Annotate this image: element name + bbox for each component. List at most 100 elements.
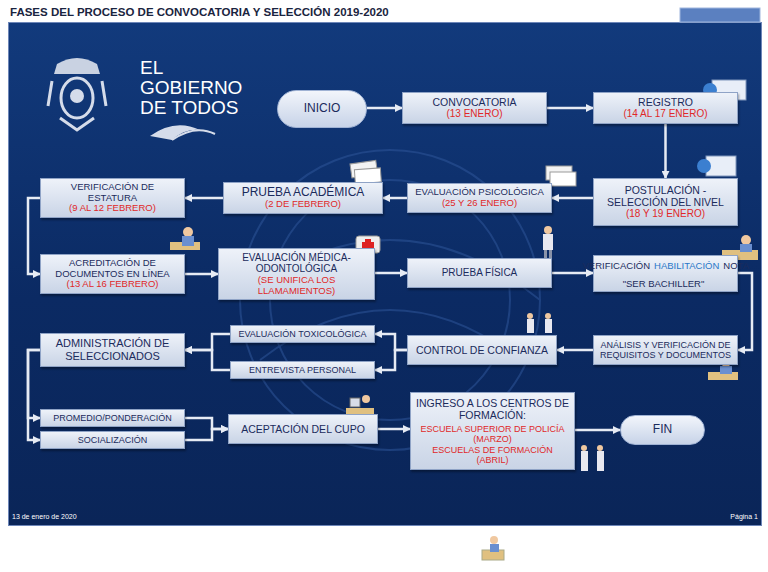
- flow-arrow: [375, 334, 407, 350]
- box-title: EVALUACIÓN PSICOLÓGICA: [415, 187, 544, 198]
- flow-arrow: [28, 350, 40, 440]
- box-title: ENTREVISTA PERSONAL: [249, 365, 356, 375]
- box-title: REGISTRO: [638, 96, 693, 108]
- page-title: FASES DEL PROCESO DE CONVOCATORIA Y SELE…: [10, 6, 389, 18]
- decor-shape: [61, 78, 93, 118]
- flow-arrow: [28, 350, 40, 418]
- decor-shape: [697, 156, 736, 176]
- process-box: EVALUACIÓN MÉDICA-ODONTOLÓGICA(SE UNIFIC…: [218, 248, 375, 301]
- logo-text: EL GOBIERNO DE TODOS: [140, 58, 252, 118]
- decor-shape: [54, 58, 100, 74]
- flow-arrow: [378, 428, 410, 431]
- decor-shape: [70, 89, 84, 103]
- process-box: POSTULACIÓN - SELECCIÓN DEL NIVEL(18 Y 1…: [593, 178, 738, 226]
- box-title: VERIFICACIÓN DE ESTATURA: [46, 182, 179, 204]
- decor-shape: [48, 58, 106, 130]
- process-box: ENTREVISTA PERSONAL: [230, 361, 375, 379]
- box-date: (9 AL 12 FEBRERO): [69, 203, 156, 214]
- box-title: FIN: [653, 423, 672, 437]
- process-box: PROMEDIO/PONDERACIÓN: [40, 409, 185, 427]
- process-box: ACEPTACIÓN DEL CUPO: [228, 414, 378, 444]
- box-title: SOCIALIZACIÓN: [78, 435, 148, 445]
- flow-arrow: [185, 334, 230, 350]
- flow-arrow: [28, 198, 40, 274]
- flow-arrow: [185, 429, 228, 440]
- decor-shape: [544, 226, 552, 234]
- terminal-pill: FIN: [620, 415, 705, 445]
- decor-shape: [545, 313, 551, 319]
- box-title: PRUEBA ACADÉMICA: [242, 186, 365, 200]
- box-title: INGRESO A LOS CENTROS DE FORMACIÓN:: [416, 397, 569, 421]
- box-date: (2 DE FEBRERO): [265, 199, 341, 210]
- process-box: VERIFICACIÓNHABILITACIÓNNOTA "SER BACHIL…: [593, 255, 738, 292]
- decor-shape: [597, 451, 604, 471]
- process-box: ACREDITACIÓN DE DOCUMENTOS EN LÍNEA(13 A…: [40, 254, 185, 295]
- process-box: EVALUACIÓN TOXICOLÓGICA: [230, 325, 375, 343]
- decor-shape: [545, 319, 552, 333]
- decor-shape: [172, 130, 215, 140]
- process-box: ANÁLISIS Y VERIFICACIÓN DE REQUISITOS Y …: [593, 335, 738, 365]
- decor-shape: [48, 81, 106, 106]
- box-date: HABILITACIÓN: [654, 260, 719, 271]
- flow-arrow: [367, 107, 402, 110]
- flow-arrow: [557, 349, 593, 352]
- flow-arrow: [575, 429, 620, 432]
- footer-date: 13 de enero de 2020: [12, 513, 132, 521]
- process-box: PRUEBA FÍSICA: [407, 258, 552, 288]
- decor-shape: [527, 319, 534, 333]
- decor-shape: [549, 250, 552, 258]
- decor-shape: [697, 159, 711, 173]
- decor-shape: [581, 451, 588, 471]
- box-title: ACEPTACIÓN DEL CUPO: [241, 423, 365, 435]
- decor-shape: [527, 313, 552, 333]
- box-date: ESCUELAS DE FORMACIÓN (ABRIL): [416, 445, 569, 466]
- decor-shape: [741, 235, 751, 245]
- page-number: Página 1: [700, 513, 758, 521]
- box-title: PRUEBA FÍSICA: [442, 267, 518, 279]
- process-box: EVALUACIÓN PSICOLÓGICA(25 Y 26 ENERO): [407, 183, 552, 213]
- box-title: ACREDITACIÓN DE DOCUMENTOS EN LÍNEA: [46, 258, 179, 280]
- decor-shape: [182, 236, 194, 246]
- decor-shape: [550, 172, 576, 186]
- box-title: EVALUACIÓN TOXICOLÓGICA: [238, 329, 366, 339]
- process-box: REGISTRO(14 AL 17 ENERO): [593, 92, 738, 124]
- decor-shape: [680, 8, 760, 22]
- box-title: CONVOCATORIA: [432, 96, 516, 108]
- process-box: ADMINISTRACIÓN DE SELECCIONADOS: [40, 333, 185, 366]
- flow-arrow: [547, 107, 593, 110]
- decor-shape: [740, 244, 752, 252]
- decor-shape: [543, 234, 553, 250]
- process-box: VERIFICACIÓN DE ESTATURA(9 AL 12 FEBRERO…: [40, 178, 185, 219]
- decor-shape: [597, 445, 603, 451]
- flow-arrow: [738, 273, 752, 350]
- box-title: POSTULACIÓN - SELECCIÓN DEL NIVEL: [599, 184, 732, 208]
- flow-arrow: [552, 197, 593, 200]
- decor-shape: [527, 313, 533, 319]
- decor-shape: [350, 160, 381, 183]
- box-date: (13 AL 16 FEBRERO): [66, 279, 158, 290]
- decor-shape: [346, 395, 374, 416]
- decor-shape: [490, 536, 498, 544]
- decor-shape: [543, 226, 553, 258]
- decor-shape: [720, 366, 732, 374]
- decor-shape: [581, 445, 587, 451]
- terminal-pill: INICIO: [277, 90, 367, 128]
- process-box: SOCIALIZACIÓN: [40, 431, 185, 449]
- flow-arrow: [552, 272, 593, 275]
- process-box: PRUEBA ACADÉMICA(2 DE FEBRERO): [223, 182, 383, 215]
- box-title: EVALUACIÓN MÉDICA-ODONTOLÓGICA: [224, 252, 369, 275]
- decor-shape: [544, 250, 547, 258]
- box-date: (SE UNIFICA LOS LLAMAMIENTOS): [224, 275, 369, 297]
- box-date: (18 Y 19 ENERO): [626, 208, 705, 220]
- flow-arrow: [185, 273, 218, 276]
- flow-arrow: [375, 272, 407, 275]
- decor-shape: [482, 536, 504, 560]
- flow-arrow: [664, 124, 667, 178]
- flow-arrow: [185, 350, 230, 370]
- decor-shape: [490, 544, 499, 552]
- box-title: INICIO: [304, 102, 341, 116]
- decor-shape: [60, 118, 94, 130]
- flow-arrow: [383, 197, 407, 200]
- decor-shape: [362, 395, 370, 403]
